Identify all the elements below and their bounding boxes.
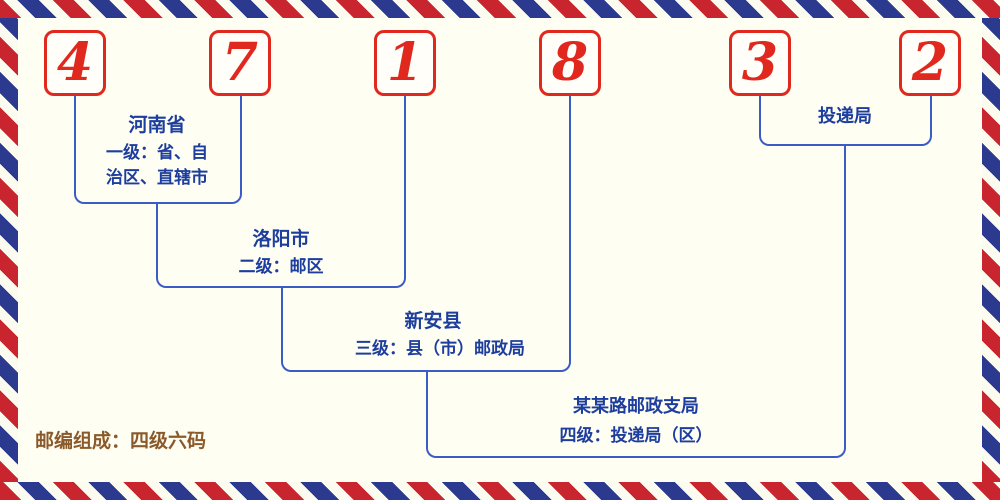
province-name: 河南省 bbox=[128, 114, 186, 136]
digit-4: 8 bbox=[551, 32, 589, 93]
airmail-border-left bbox=[0, 18, 18, 482]
airmail-border-top bbox=[0, 0, 1000, 18]
level4-bracket-left bbox=[426, 372, 636, 458]
delivery-office-name: 投递局 bbox=[818, 106, 872, 127]
digit-box-4: 8 bbox=[539, 30, 601, 96]
province-desc-line2: 治区、直辖市 bbox=[106, 168, 208, 188]
county-desc: 三级：县（市）邮政局 bbox=[355, 339, 525, 359]
province-desc-line1: 一级：省、自 bbox=[106, 143, 208, 163]
digit-box-3: 1 bbox=[374, 30, 436, 96]
digit-2: 7 bbox=[221, 32, 259, 93]
level4-bracket-right bbox=[636, 146, 846, 458]
digit-1: 4 bbox=[56, 32, 94, 93]
county-bracket-right bbox=[427, 96, 571, 372]
digit-box-5: 3 bbox=[729, 30, 791, 96]
digit-3: 1 bbox=[386, 32, 424, 93]
city-bracket-right bbox=[283, 96, 406, 288]
airmail-border-right bbox=[982, 18, 1000, 482]
province-bracket bbox=[74, 96, 242, 204]
delivery-bracket bbox=[759, 96, 932, 146]
digit-5: 3 bbox=[741, 32, 779, 93]
city-bracket-left bbox=[156, 204, 283, 288]
digit-box-1: 4 bbox=[44, 30, 106, 96]
level4-name: 某某路邮政支局 bbox=[573, 396, 699, 417]
composition-note: 邮编组成：四级六码 bbox=[35, 430, 207, 452]
digit-box-6: 2 bbox=[899, 30, 961, 96]
digit-6: 2 bbox=[911, 32, 949, 93]
digit-box-2: 7 bbox=[209, 30, 271, 96]
county-name: 新安县 bbox=[404, 310, 462, 332]
county-bracket-left bbox=[281, 288, 427, 372]
airmail-border-bottom bbox=[0, 482, 1000, 500]
city-desc: 二级：邮区 bbox=[238, 257, 324, 277]
level4-desc: 四级：投递局（区） bbox=[559, 426, 713, 446]
city-name: 洛阳市 bbox=[252, 228, 310, 250]
